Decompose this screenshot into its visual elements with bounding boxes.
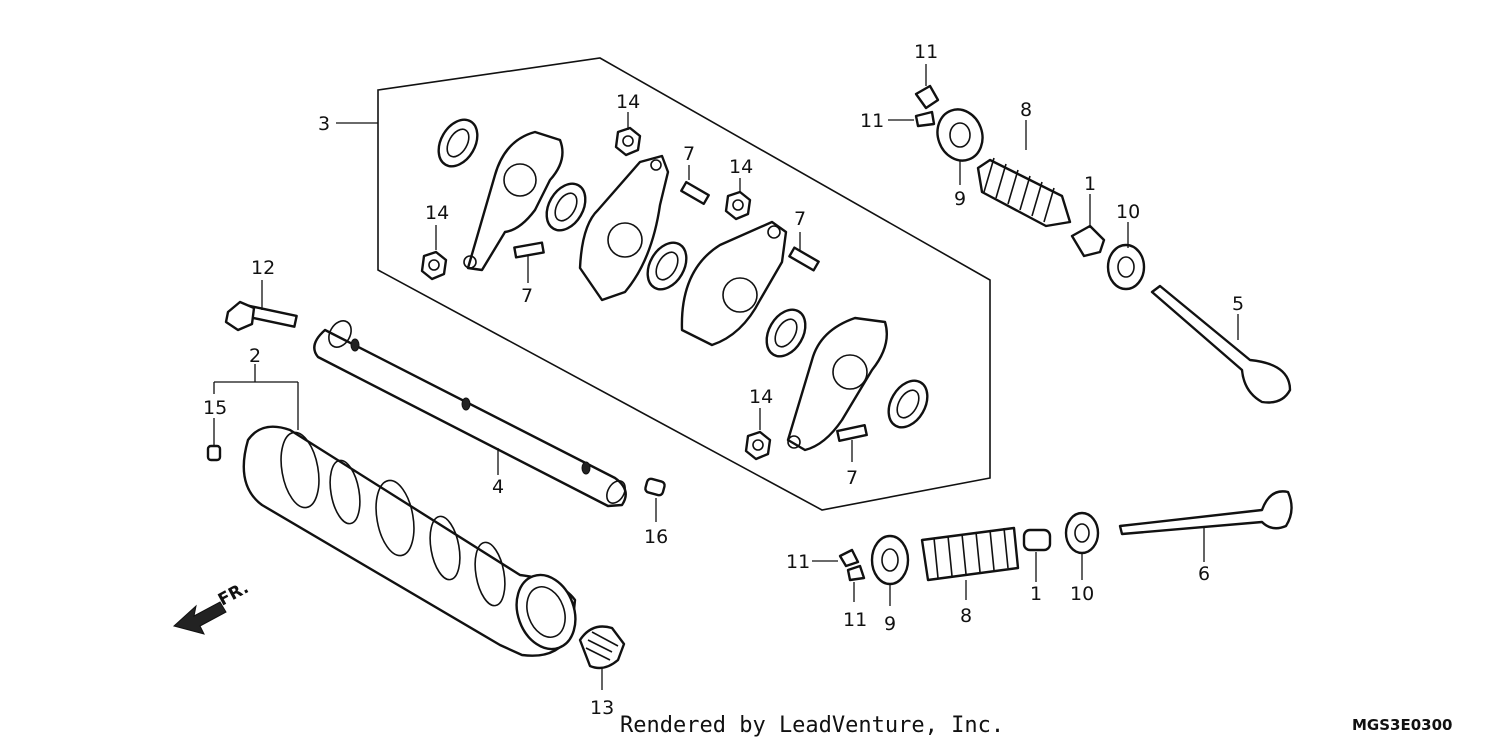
lock-nut[interactable] [420,250,448,281]
callout-11[interactable]: 11 [860,110,884,132]
callout-3[interactable]: 3 [318,113,330,135]
leader-lines [213,64,1239,690]
callout-7[interactable]: 7 [521,285,533,307]
rocker-arm[interactable] [578,154,670,302]
callout-11[interactable]: 11 [914,41,938,63]
callout-5[interactable]: 5 [1232,293,1244,315]
rocker-washer[interactable] [640,236,694,296]
rocker-arm-assembly-outline [377,57,991,511]
valve-spring[interactable] [920,526,1020,582]
adjusting-screw[interactable] [680,180,710,206]
adjusting-screw[interactable] [788,246,820,272]
callout-1[interactable]: 1 [1084,173,1096,195]
callout-14[interactable]: 14 [729,156,753,178]
callout-12[interactable]: 12 [251,257,275,279]
rocker-arm-shaft[interactable] [313,317,629,508]
callout-9[interactable]: 9 [954,188,966,210]
rocker-washer[interactable] [759,303,813,363]
flange-bolt[interactable] [224,300,298,332]
diagram-code: MGS3E0300 [1352,716,1452,734]
callout-1[interactable]: 1 [1030,583,1042,605]
lock-nut[interactable] [744,430,772,461]
callout-14[interactable]: 14 [425,202,449,224]
callout-2[interactable]: 2 [249,345,261,367]
intake-valve[interactable] [1150,284,1292,404]
callout-11[interactable]: 11 [786,551,810,573]
rocker-arm[interactable] [463,130,564,272]
lock-nut[interactable] [614,126,642,157]
rocker-arm[interactable] [680,220,788,347]
callout-8[interactable]: 8 [960,605,972,627]
callout-4[interactable]: 4 [492,476,504,498]
dowel-pin[interactable] [644,477,666,497]
valve-spring-seat[interactable] [1106,243,1146,291]
valve-cotter[interactable] [914,84,940,110]
cam-sprocket-bolt[interactable] [578,625,626,670]
callout-7[interactable]: 7 [683,143,695,165]
adjusting-screw[interactable] [836,423,868,443]
rocker-washer[interactable] [881,374,935,434]
valve-cotter[interactable] [838,548,860,568]
valve-cotter[interactable] [914,110,936,128]
callout-13[interactable]: 13 [590,697,614,719]
callout-7[interactable]: 7 [846,467,858,489]
valve-spring[interactable] [976,157,1072,228]
callout-8[interactable]: 8 [1020,99,1032,121]
dowel-pin[interactable] [206,444,222,462]
callout-14[interactable]: 14 [749,386,773,408]
lock-nut[interactable] [724,190,752,221]
rocker-washer[interactable] [431,113,485,173]
callout-11[interactable]: 11 [843,609,867,631]
callout-10[interactable]: 10 [1116,201,1140,223]
callout-10[interactable]: 10 [1070,583,1094,605]
rocker-arm[interactable] [786,316,889,452]
callout-16[interactable]: 16 [644,526,668,548]
valve-cotter[interactable] [846,564,866,582]
callout-6[interactable]: 6 [1198,563,1210,585]
camshaft[interactable] [242,425,586,658]
callout-9[interactable]: 9 [884,613,896,635]
callout-14[interactable]: 14 [616,91,640,113]
callout-15[interactable]: 15 [203,397,227,419]
valve-stem-seal[interactable] [1022,528,1052,552]
valve-stem-seal[interactable] [1070,224,1106,258]
exhaust-valve[interactable] [1118,490,1293,536]
adjusting-screw[interactable] [513,241,545,259]
callout-7[interactable]: 7 [794,208,806,230]
valve-spring-retainer[interactable] [870,534,910,586]
front-direction-arrow: FR. [172,578,252,635]
valve-spring-seat[interactable] [1064,511,1100,555]
render-credit: Rendered by LeadVenture, Inc. [620,713,1004,738]
valve-spring-retainer[interactable] [930,103,989,167]
rocker-washer[interactable] [539,177,593,237]
